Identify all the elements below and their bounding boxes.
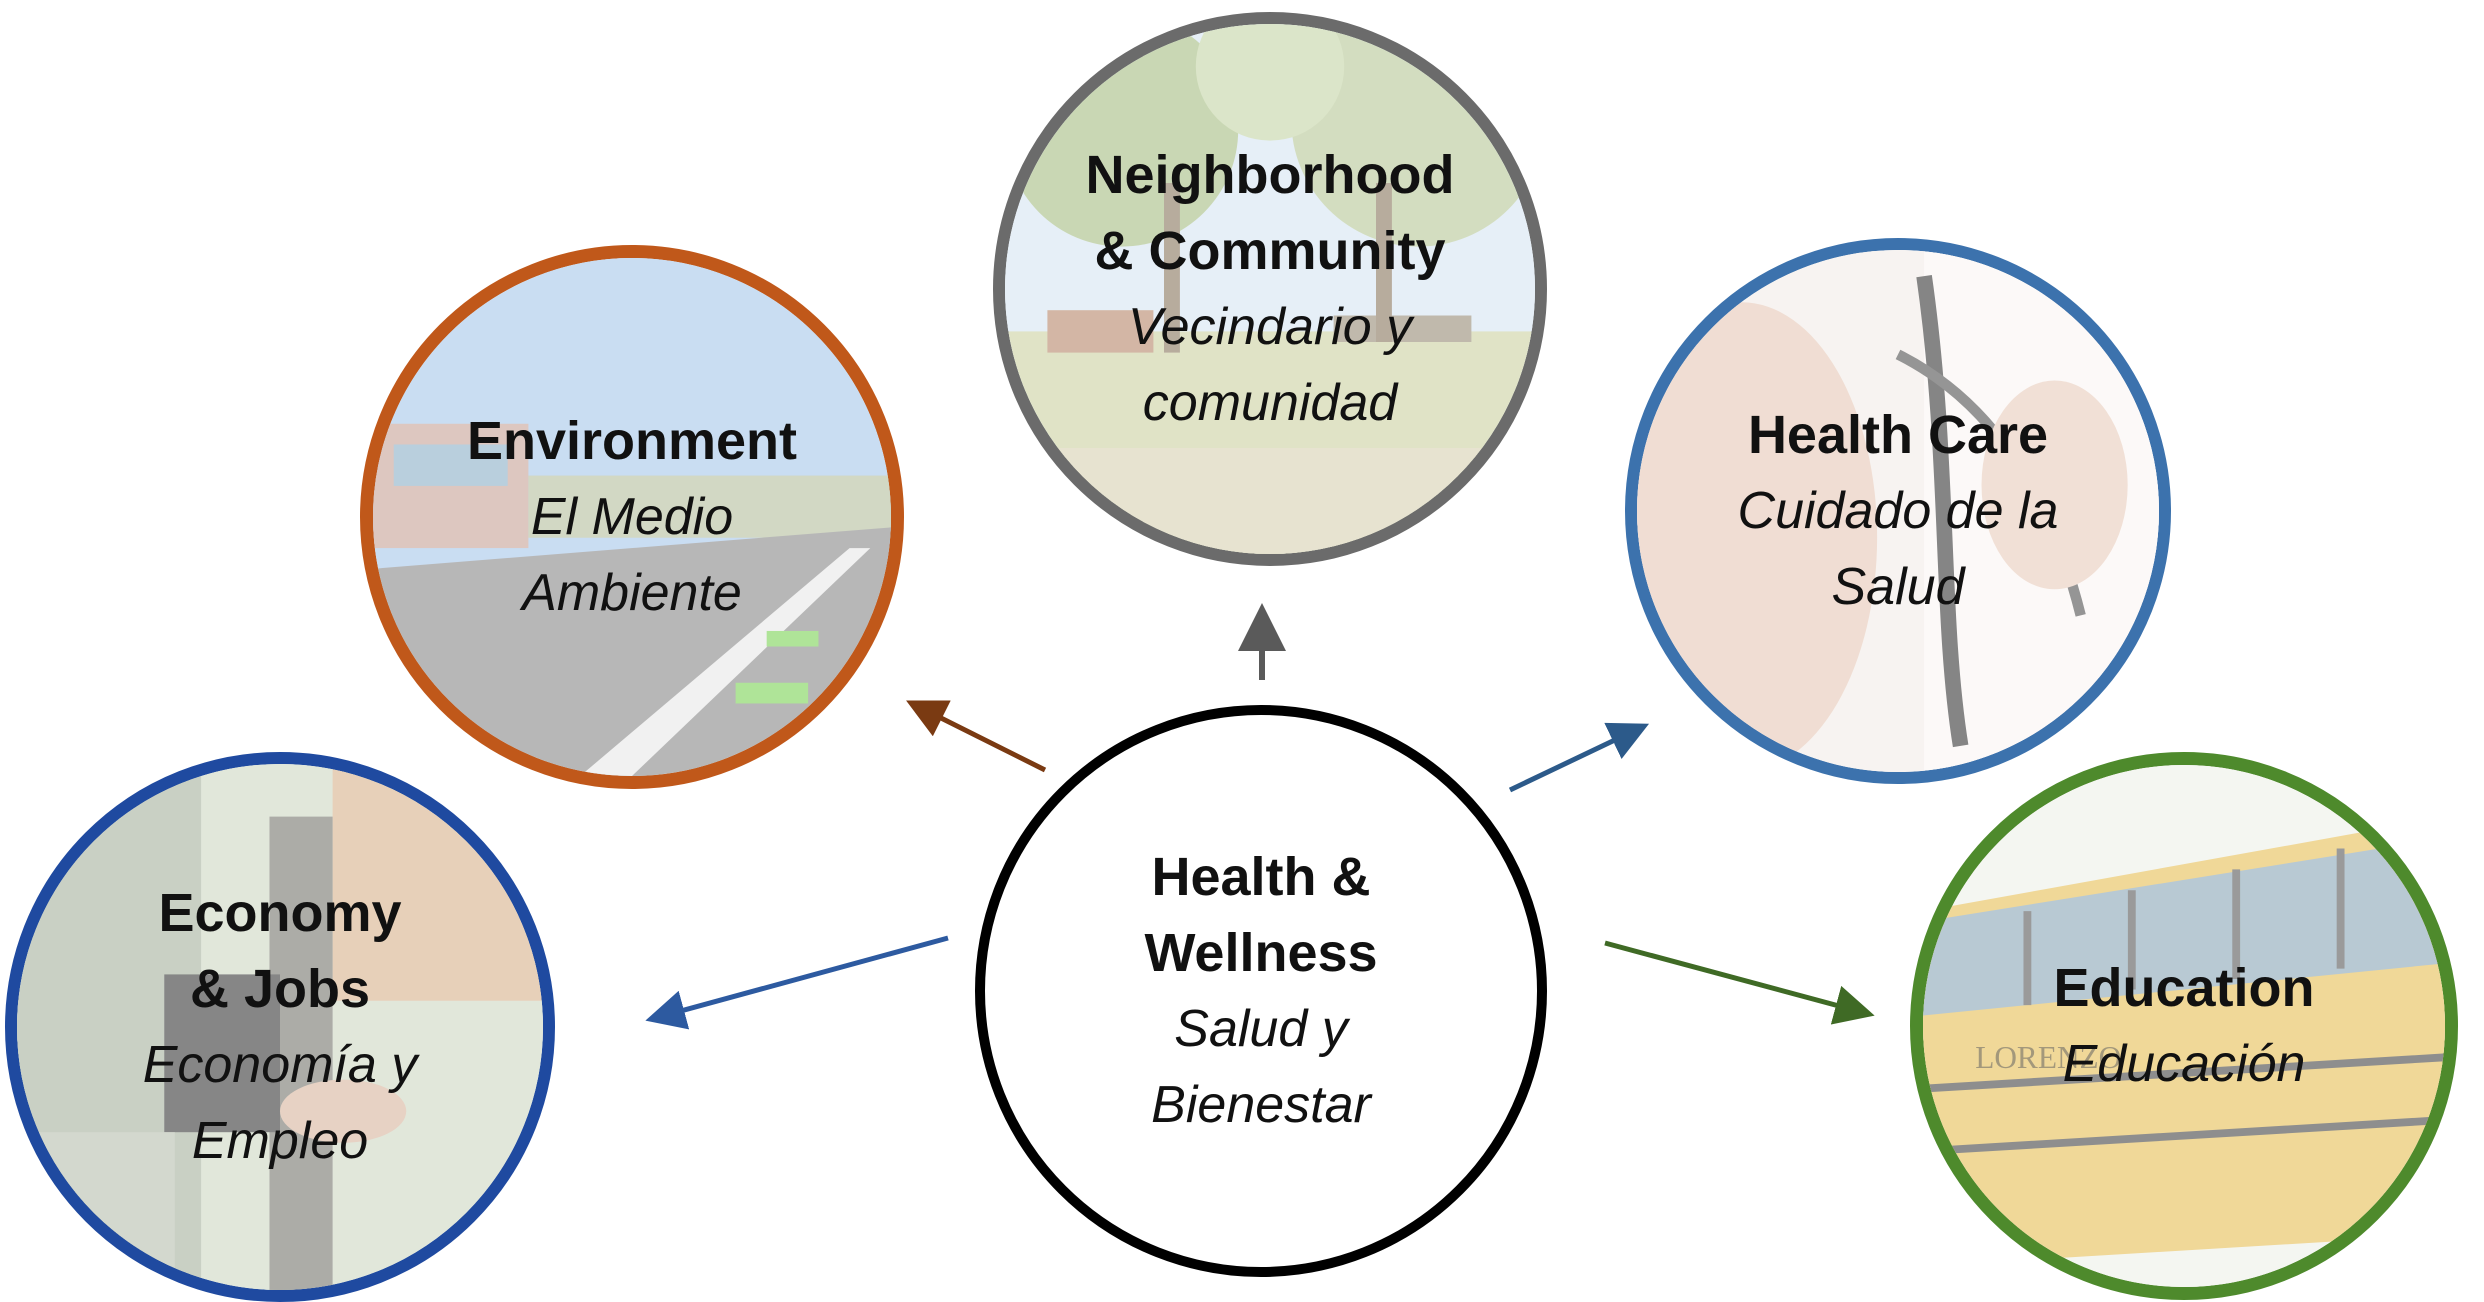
education-title: Education — [2053, 958, 2315, 1018]
education-subtitle: Educación — [2062, 1035, 2306, 1093]
economy-jobs-node: Economy & Jobs Economía y Empleo — [5, 752, 555, 1302]
center-subtitle-line1: Salud y — [1174, 1000, 1348, 1058]
drive-through-photo — [17, 764, 543, 1290]
health-care-title: Health Care — [1747, 405, 2049, 465]
health-care-node: Health Care Cuidado de la Salud — [1625, 238, 2171, 784]
health-care-subtitle-line2: Salud — [1831, 558, 1965, 616]
health-wellness-center-node: Health & Wellness Salud y Bienestar — [975, 705, 1547, 1277]
neighborhood-community-label: Neighborhood & Community Vecindario y co… — [1005, 137, 1535, 441]
education-label: Education Educación — [1923, 950, 2445, 1102]
school-bus-photo: LORENZO — [1923, 765, 2445, 1287]
street-photo — [373, 258, 891, 776]
environment-subtitle-line2: Ambiente — [522, 564, 742, 622]
bus-lettering: LORENZO — [1975, 1040, 2121, 1075]
environment-node: Environment El Medio Ambiente — [360, 245, 904, 789]
health-wellness-label: Health & Wellness Salud y Bienestar — [985, 839, 1537, 1143]
health-care-label: Health Care Cuidado de la Salud — [1637, 397, 2159, 625]
arrow-to-economy — [645, 935, 949, 1030]
neighborhood-title-line2: & Community — [1094, 221, 1446, 281]
neighborhood-community-node: Neighborhood & Community Vecindario y co… — [993, 12, 1547, 566]
education-node: LORENZO Education Educación — [1910, 752, 2458, 1300]
neighborhood-subtitle-line2: comunidad — [1142, 374, 1398, 432]
economy-title-line1: Economy — [158, 883, 402, 943]
neighborhood-title-line1: Neighborhood — [1085, 145, 1455, 205]
environment-subtitle-line1: El Medio — [530, 488, 734, 546]
center-title-line2: Wellness — [1144, 923, 1378, 983]
park-photo — [1005, 24, 1535, 554]
doctor-photo — [1637, 250, 2159, 772]
economy-title-line2: & Jobs — [189, 959, 371, 1019]
arrow-to-education — [1604, 940, 1875, 1025]
center-title-line1: Health & — [1151, 847, 1371, 907]
arrow-to-health-care — [1508, 722, 1650, 793]
economy-jobs-label: Economy & Jobs Economía y Empleo — [17, 875, 543, 1179]
environment-title: Environment — [466, 411, 798, 471]
economy-subtitle-line1: Economía y — [142, 1036, 418, 1094]
health-care-subtitle-line1: Cuidado de la — [1737, 482, 2059, 540]
arrow-to-environment — [906, 700, 1047, 773]
environment-label: Environment El Medio Ambiente — [373, 403, 891, 631]
center-subtitle-line2: Bienestar — [1151, 1076, 1371, 1134]
neighborhood-subtitle-line1: Vecindario y — [1127, 298, 1413, 356]
economy-subtitle-line2: Empleo — [191, 1112, 369, 1170]
